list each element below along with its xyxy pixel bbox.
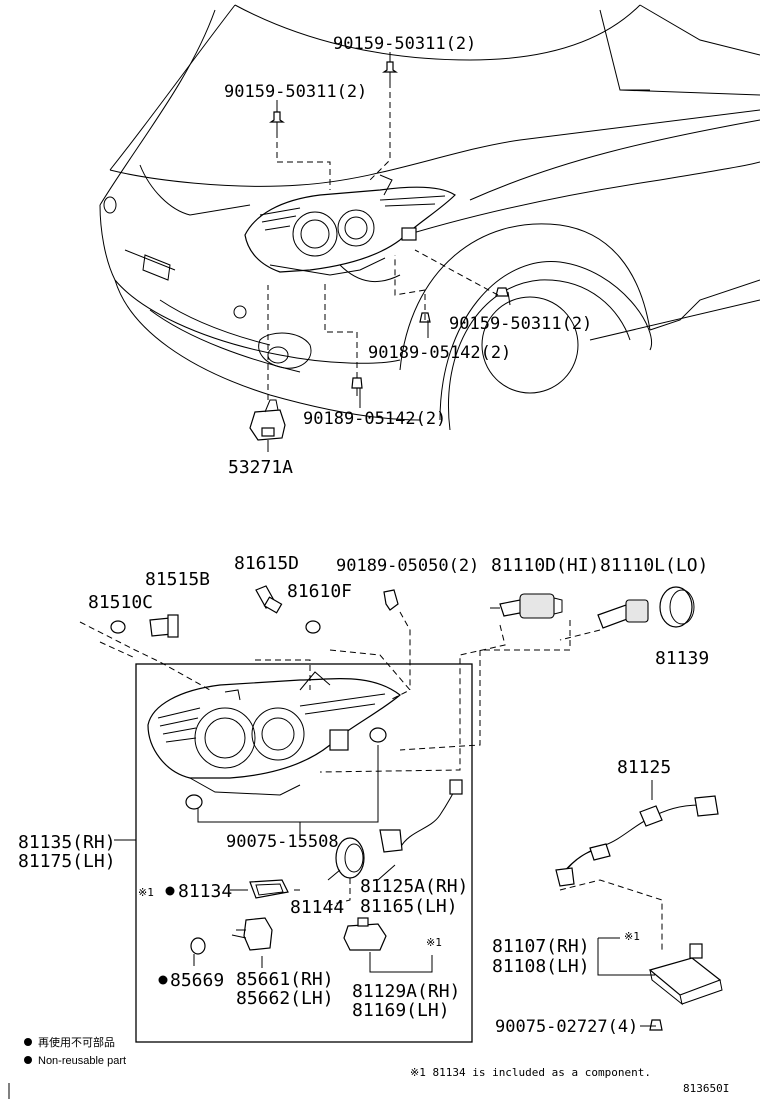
legend: 再使用不可部品 Non-reusable part: [24, 1035, 126, 1067]
label-81125a: 81125A(RH): [360, 876, 468, 897]
label-90159-50311-mid-right: 90159-50311(2): [449, 314, 592, 334]
label-90075-02727: 90075-02727(4): [495, 1017, 638, 1037]
top-leader-lines: [267, 52, 511, 452]
label-85661: 85661(RH): [236, 969, 334, 990]
label-81615d: 81615D: [234, 553, 299, 574]
label-81139: 81139: [655, 648, 709, 669]
label-81144: 81144: [290, 897, 344, 918]
label-81175: 81175(LH): [18, 851, 116, 872]
non-reusable-dot-icon: [165, 886, 175, 896]
headlamp-assembly-drawing: [147, 671, 401, 810]
parts-outside-right: [555, 795, 723, 1031]
label-81135: 81135(RH): [18, 832, 116, 853]
label-81110d: 81110D(HI): [491, 555, 599, 576]
bottom-leader-lines: [79, 611, 663, 1027]
label-90159-50311-top-left: 90159-50311(2): [224, 82, 367, 102]
label-81169: 81169(LH): [352, 1000, 450, 1021]
diagram-id: 813650I: [683, 1082, 729, 1095]
legend-item-jp: 再使用不可部品: [38, 1035, 115, 1049]
label-90189-05142-a: 90189-05142(2): [368, 343, 511, 363]
ref-mark-81129a: ※1: [426, 936, 442, 949]
non-reusable-dot-icon: [24, 1038, 32, 1046]
footnote: ※1 81134 is included as a component.: [410, 1066, 651, 1079]
ref-mark-81107: ※1: [624, 930, 640, 943]
small-parts-top: [110, 585, 695, 638]
label-53271a: 53271A: [228, 457, 293, 478]
part-number-labels: 90159-50311(2) 90159-50311(2) 90159-5031…: [18, 34, 709, 1037]
label-81165: 81165(LH): [360, 896, 458, 917]
label-81134: 81134: [178, 881, 232, 902]
label-90075-15508: 90075-15508: [226, 832, 339, 852]
label-81107: 81107(RH): [492, 936, 590, 957]
label-81110l: 81110L(LO): [600, 555, 708, 576]
label-81125: 81125: [617, 757, 671, 778]
label-85669: 85669: [170, 970, 224, 991]
parts-in-assembly: [190, 779, 463, 955]
ref-mark-81134: ※1: [138, 886, 154, 899]
label-85662: 85662(LH): [236, 988, 334, 1009]
label-81510c: 81510C: [88, 592, 153, 613]
label-81515b: 81515B: [145, 569, 210, 590]
label-81108: 81108(LH): [492, 956, 590, 977]
assembly-frame: [135, 663, 473, 1043]
fastener-bolts-top: [249, 61, 509, 441]
legend-item-en: Non-reusable part: [38, 1055, 126, 1067]
label-90189-05050: 90189-05050(2): [336, 556, 479, 576]
non-reusable-dot-icon: [24, 1056, 32, 1064]
non-reusable-dot-icon: [158, 975, 168, 985]
vehicle-front-illustration: [99, 4, 760, 431]
label-81610f: 81610F: [287, 581, 352, 602]
label-90189-05142-b: 90189-05142(2): [303, 409, 446, 429]
label-81129a: 81129A(RH): [352, 981, 460, 1002]
label-90159-50311-top-right: 90159-50311(2): [333, 34, 476, 54]
